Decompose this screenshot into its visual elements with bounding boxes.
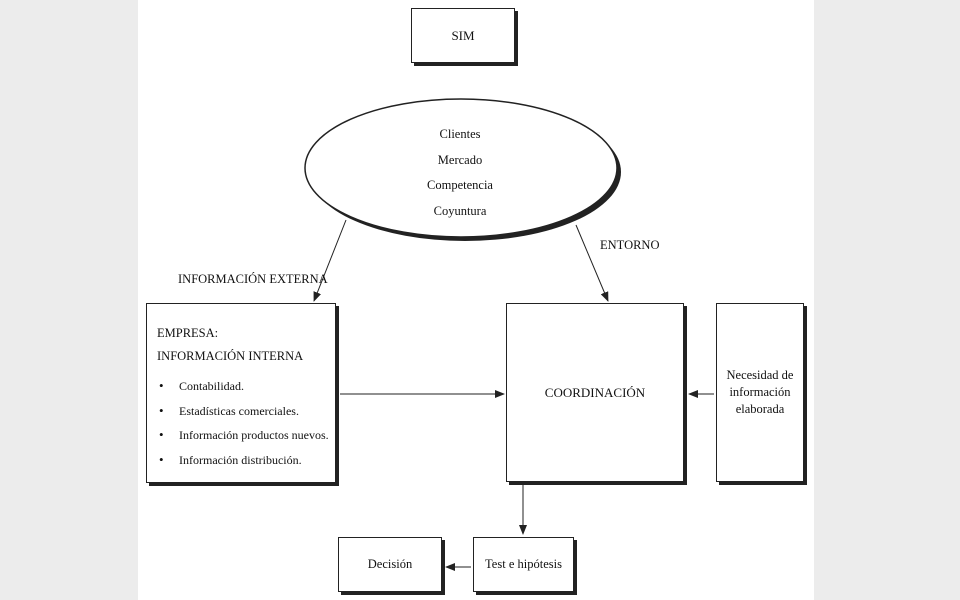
company-heading-2: INFORMACIÓN INTERNA [157, 349, 304, 363]
decision-label: Decisión [367, 557, 413, 571]
environment-label: ENTORNO [600, 238, 660, 252]
coordination-box: COORDINACIÓN [506, 303, 684, 482]
external-info-label: INFORMACIÓN EXTERNA [178, 272, 328, 286]
environment-item: Competencia [427, 178, 493, 192]
need-line-2: información [729, 385, 791, 399]
sim-title: SIM [451, 27, 475, 43]
environment-item: Mercado [437, 152, 483, 167]
environment-item: Coyuntura [433, 203, 487, 218]
list-item: Contabilidad. [157, 374, 329, 399]
environment-ellipse [304, 98, 618, 238]
sim-box: SIM [411, 8, 515, 63]
test-box: Test e hipótesis [473, 537, 574, 592]
need-line-1: Necesidad de [726, 368, 794, 382]
need-line-3: elaborada [735, 402, 785, 416]
need-box: Necesidad de información elaborada [716, 303, 804, 482]
list-item: Estadísticas comerciales. [157, 399, 329, 424]
list-item: Información distribución. [157, 448, 329, 473]
environment-item: Clientes [439, 127, 481, 141]
company-heading-1: EMPRESA: [157, 326, 219, 340]
test-label: Test e hipótesis [485, 557, 562, 571]
decision-box: Decisión [338, 537, 442, 592]
environment-items: Clientes Mercado Competencia Coyuntura [380, 122, 540, 224]
environment-arrow [575, 224, 609, 302]
list-item: Información productos nuevos. [157, 423, 329, 448]
coordination-label: COORDINACIÓN [544, 384, 646, 400]
company-heading: EMPRESA: INFORMACIÓN INTERNA [157, 322, 303, 368]
company-box: EMPRESA: INFORMACIÓN INTERNA Contabilida… [146, 303, 336, 483]
internal-info-list: Contabilidad. Estadísticas comerciales. … [157, 374, 329, 472]
external-info-arrow [313, 219, 347, 302]
